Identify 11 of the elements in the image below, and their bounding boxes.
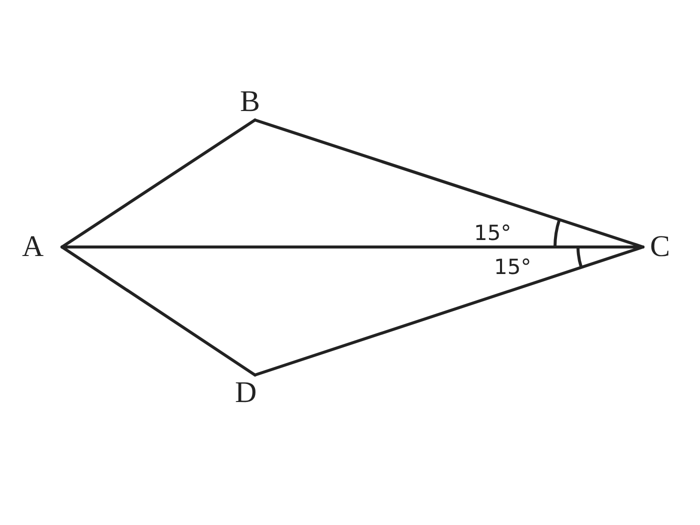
line-segment — [60, 118, 256, 248]
angle-label: 15° — [494, 256, 532, 278]
line-segment — [254, 246, 644, 376]
vertex-label: B — [240, 87, 260, 117]
line-segment — [60, 246, 256, 376]
vertex-label: C — [650, 232, 670, 262]
vertex-label: A — [22, 232, 44, 262]
line-segment — [60, 246, 644, 248]
angle-label: 15° — [474, 222, 512, 244]
vertex-label: D — [235, 378, 257, 408]
line-segment — [254, 118, 644, 248]
